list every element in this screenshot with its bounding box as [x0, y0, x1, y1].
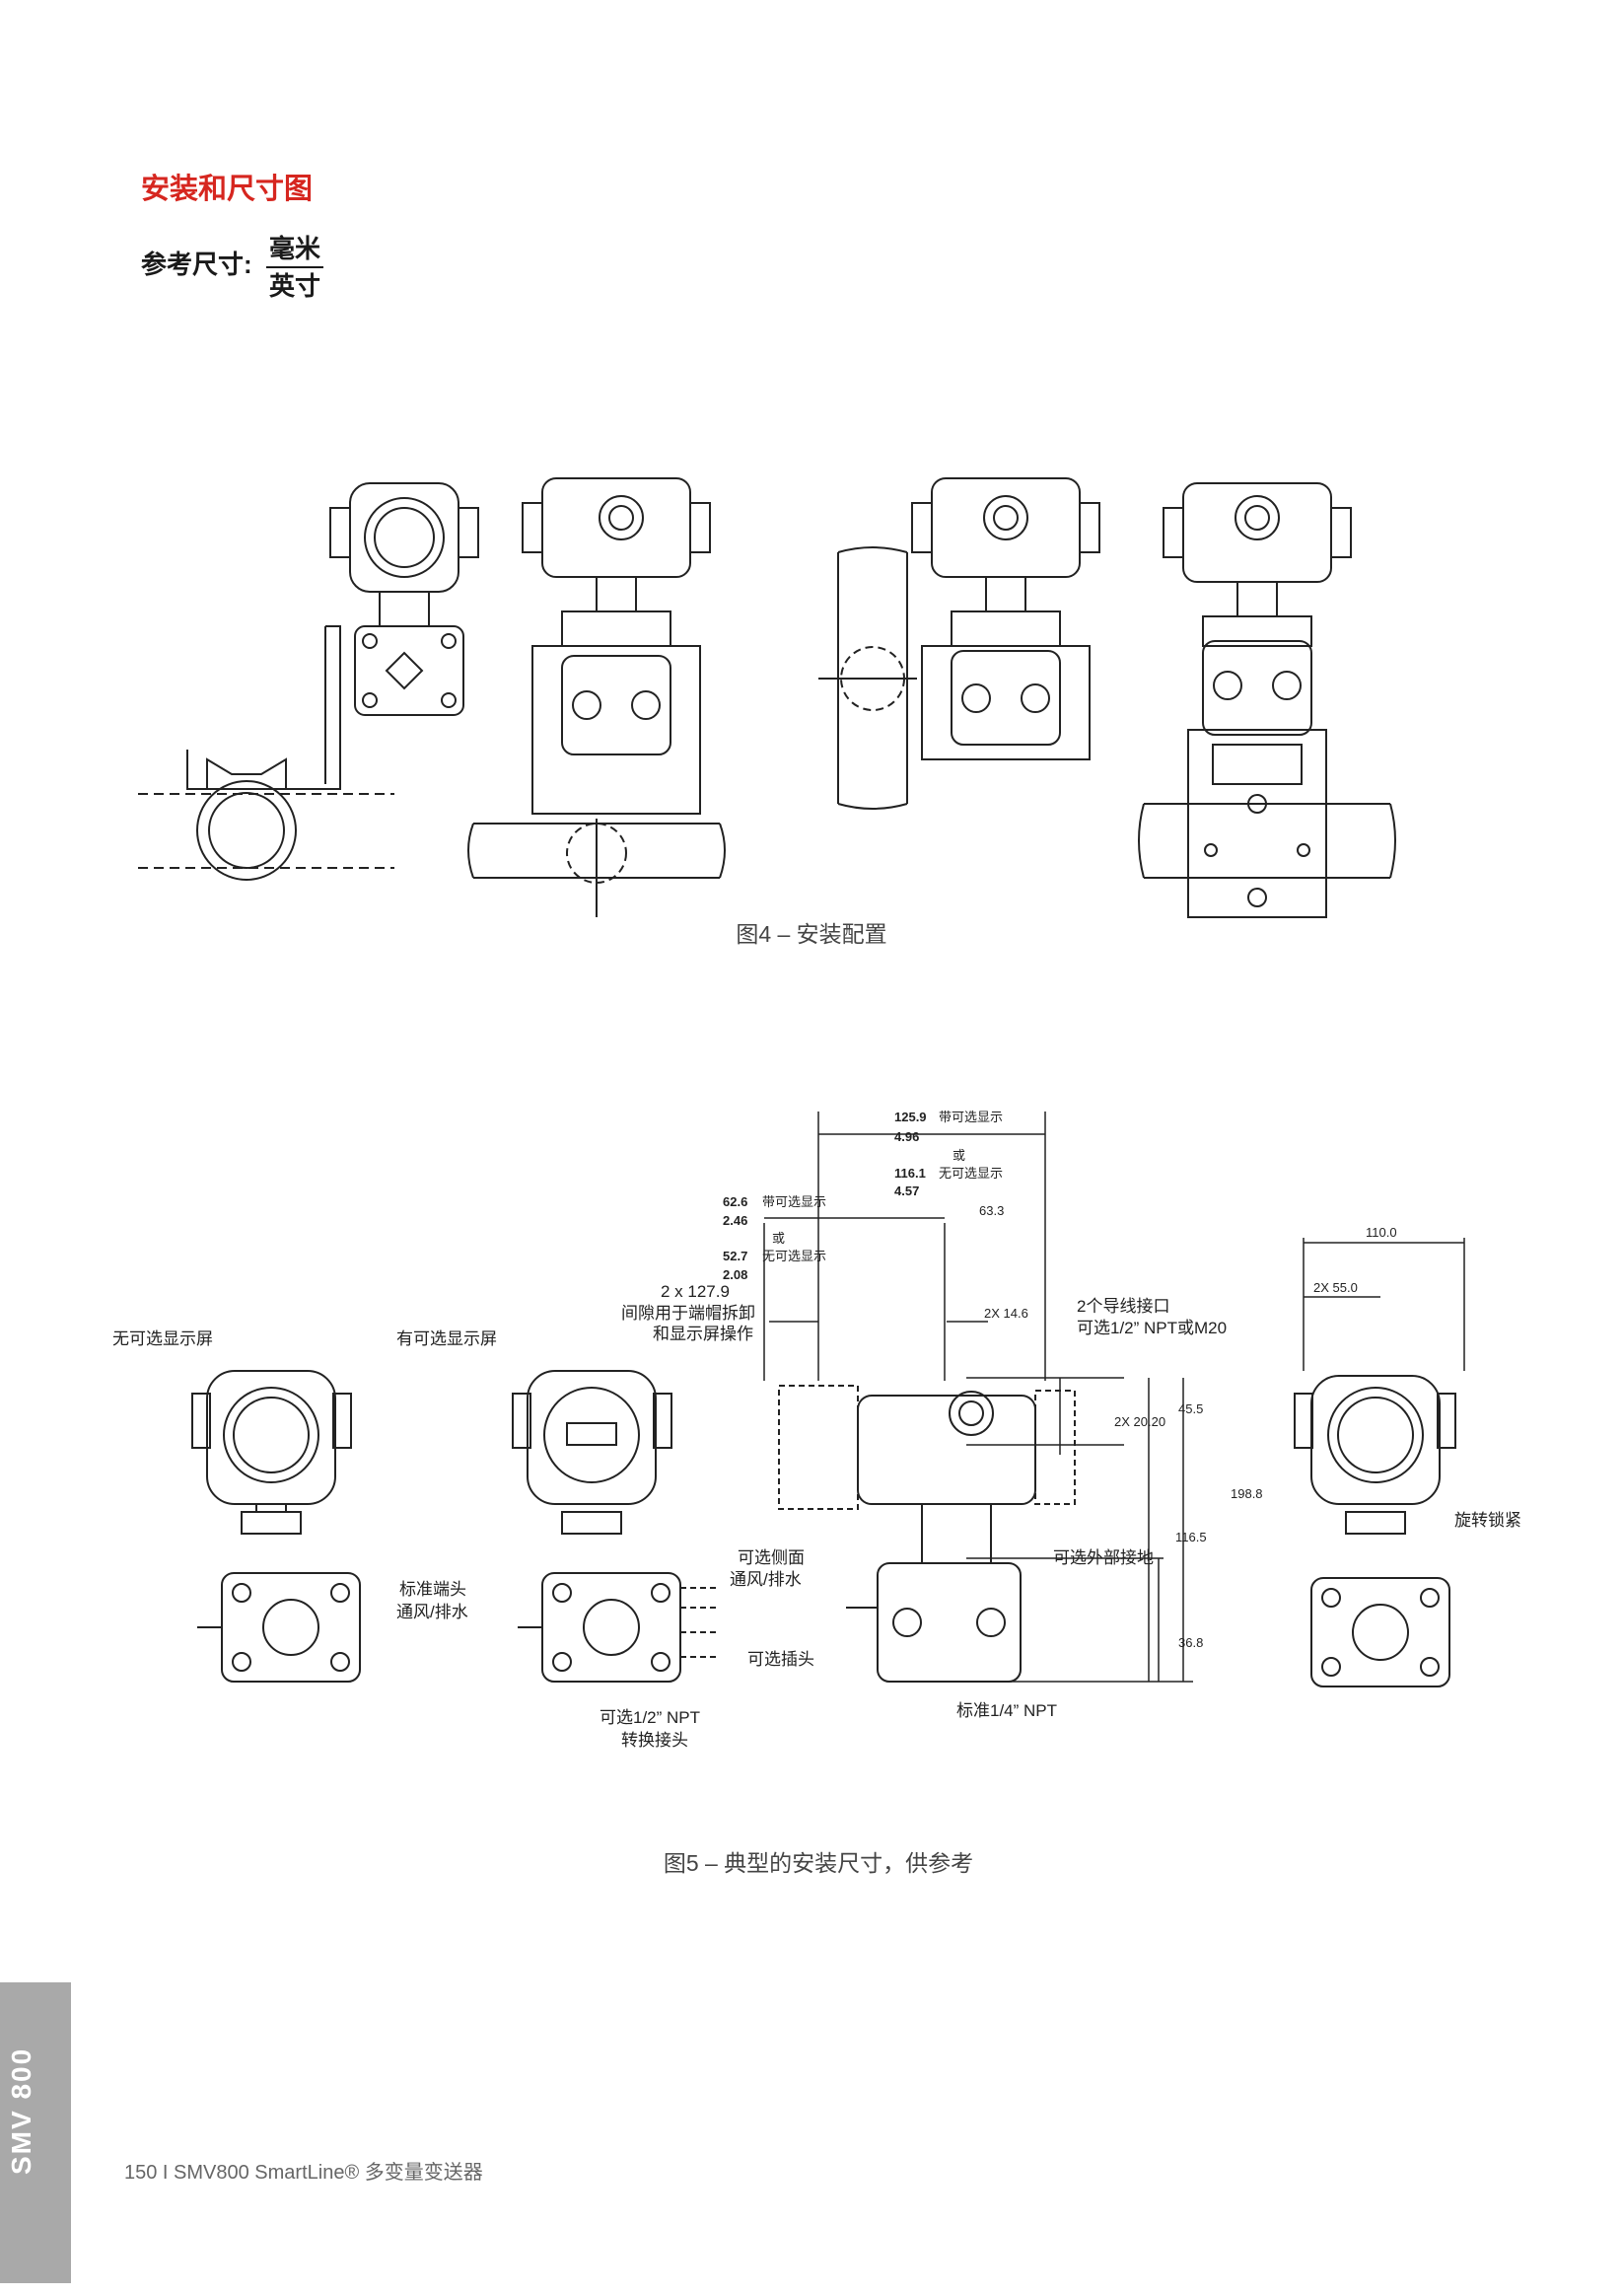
label-clearance-l1: 2 x 127.9: [661, 1282, 730, 1301]
dim-no-display-2: 无可选显示: [762, 1249, 826, 1263]
section-title: 安装和尺寸图: [141, 174, 314, 205]
view-with-display: [512, 1370, 718, 1683]
page-footer: 150 I SMV800 SmartLine® 多变量变送器: [124, 2162, 483, 2184]
label-conduit-l2: 可选1/2” NPT或M20: [1077, 1319, 1227, 1337]
label-clearance-l2: 间隙用于端帽拆卸: [621, 1304, 755, 1323]
dim-2x-14-6: 2X 14.6: [984, 1306, 1028, 1321]
label-side-vent-l1: 可选侧面: [738, 1548, 805, 1567]
mount-config-3: [818, 477, 1100, 810]
fraction-bar: [266, 266, 323, 268]
dim-no-display-1: 无可选显示: [939, 1166, 1003, 1181]
dim-125-9: 125.9: [894, 1110, 927, 1124]
figure4-mounting-drawings: [138, 477, 1396, 918]
dim-52-7: 52.7: [723, 1249, 747, 1263]
unit-fraction: 毫米 英寸: [266, 231, 323, 304]
dim-62-6: 62.6: [723, 1194, 747, 1209]
dim-45-5: 45.5: [1178, 1401, 1203, 1416]
label-with-display: 有可选显示屏: [396, 1329, 497, 1348]
label-no-display: 无可选显示屏: [112, 1329, 213, 1348]
dim-116-1: 116.1: [894, 1166, 926, 1181]
dim-198-8: 198.8: [1231, 1486, 1263, 1501]
unit-mm: 毫米: [268, 234, 320, 263]
label-standard-npt: 标准1/4” NPT: [956, 1701, 1057, 1720]
label-external-ground: 可选外部接地: [1053, 1548, 1154, 1567]
dim-116-5: 116.5: [1175, 1530, 1207, 1544]
dim-2x-20-20: 2X 20.20: [1114, 1414, 1165, 1429]
label-optional-plug: 可选插头: [747, 1650, 814, 1669]
mount-config-2: [467, 477, 726, 917]
mount-config-4: [1138, 482, 1396, 918]
dim-or-2: 或: [772, 1231, 785, 1246]
view-side-dimensions: [763, 1112, 1193, 1683]
label-clearance-l3: 和显示屏操作: [653, 1325, 753, 1343]
unit-inch: 英寸: [268, 271, 320, 301]
dim-36-8: 36.8: [1178, 1635, 1203, 1650]
label-standard-vent-l2: 通风/排水: [396, 1603, 468, 1621]
side-tab-label: SMV 800: [6, 2046, 36, 2175]
dim-with-display-2: 带可选显示: [762, 1194, 826, 1209]
dim-4-96: 4.96: [894, 1129, 919, 1144]
view-no-display: [191, 1370, 361, 1683]
label-optional-npt-l2: 转换接头: [621, 1731, 688, 1750]
dim-or-1: 或: [953, 1148, 965, 1163]
dim-2-08: 2.08: [723, 1267, 747, 1282]
label-standard-vent-l1: 标准端头: [399, 1580, 466, 1599]
mount-config-1: [138, 482, 479, 881]
reference-dimension-label: 参考尺寸:: [141, 250, 252, 279]
label-side-vent-l2: 通风/排水: [730, 1570, 802, 1589]
figure5-dimension-drawings: 无可选显示屏 有可选显示屏 标准端头 通风/排水 可选1/2” NPT 转换接头…: [112, 1110, 1521, 1750]
side-tab: [0, 1982, 71, 2283]
view-front: [1294, 1238, 1465, 1687]
figure4-caption: 图4 – 安装配置: [736, 921, 887, 947]
dim-with-display-1: 带可选显示: [939, 1110, 1003, 1124]
dim-2x-55-0: 2X 55.0: [1313, 1280, 1358, 1295]
dim-110-0: 110.0: [1366, 1225, 1397, 1240]
dim-2-46: 2.46: [723, 1213, 747, 1228]
dim-4-57: 4.57: [894, 1184, 919, 1198]
label-conduit-l1: 2个导线接口: [1077, 1297, 1169, 1316]
label-rotation-lock: 旋转锁紧: [1454, 1511, 1521, 1530]
figure5-caption: 图5 – 典型的安装尺寸，供参考: [663, 1850, 974, 1876]
label-optional-npt-l1: 可选1/2” NPT: [600, 1708, 700, 1727]
dim-63-3: 63.3: [979, 1203, 1004, 1218]
